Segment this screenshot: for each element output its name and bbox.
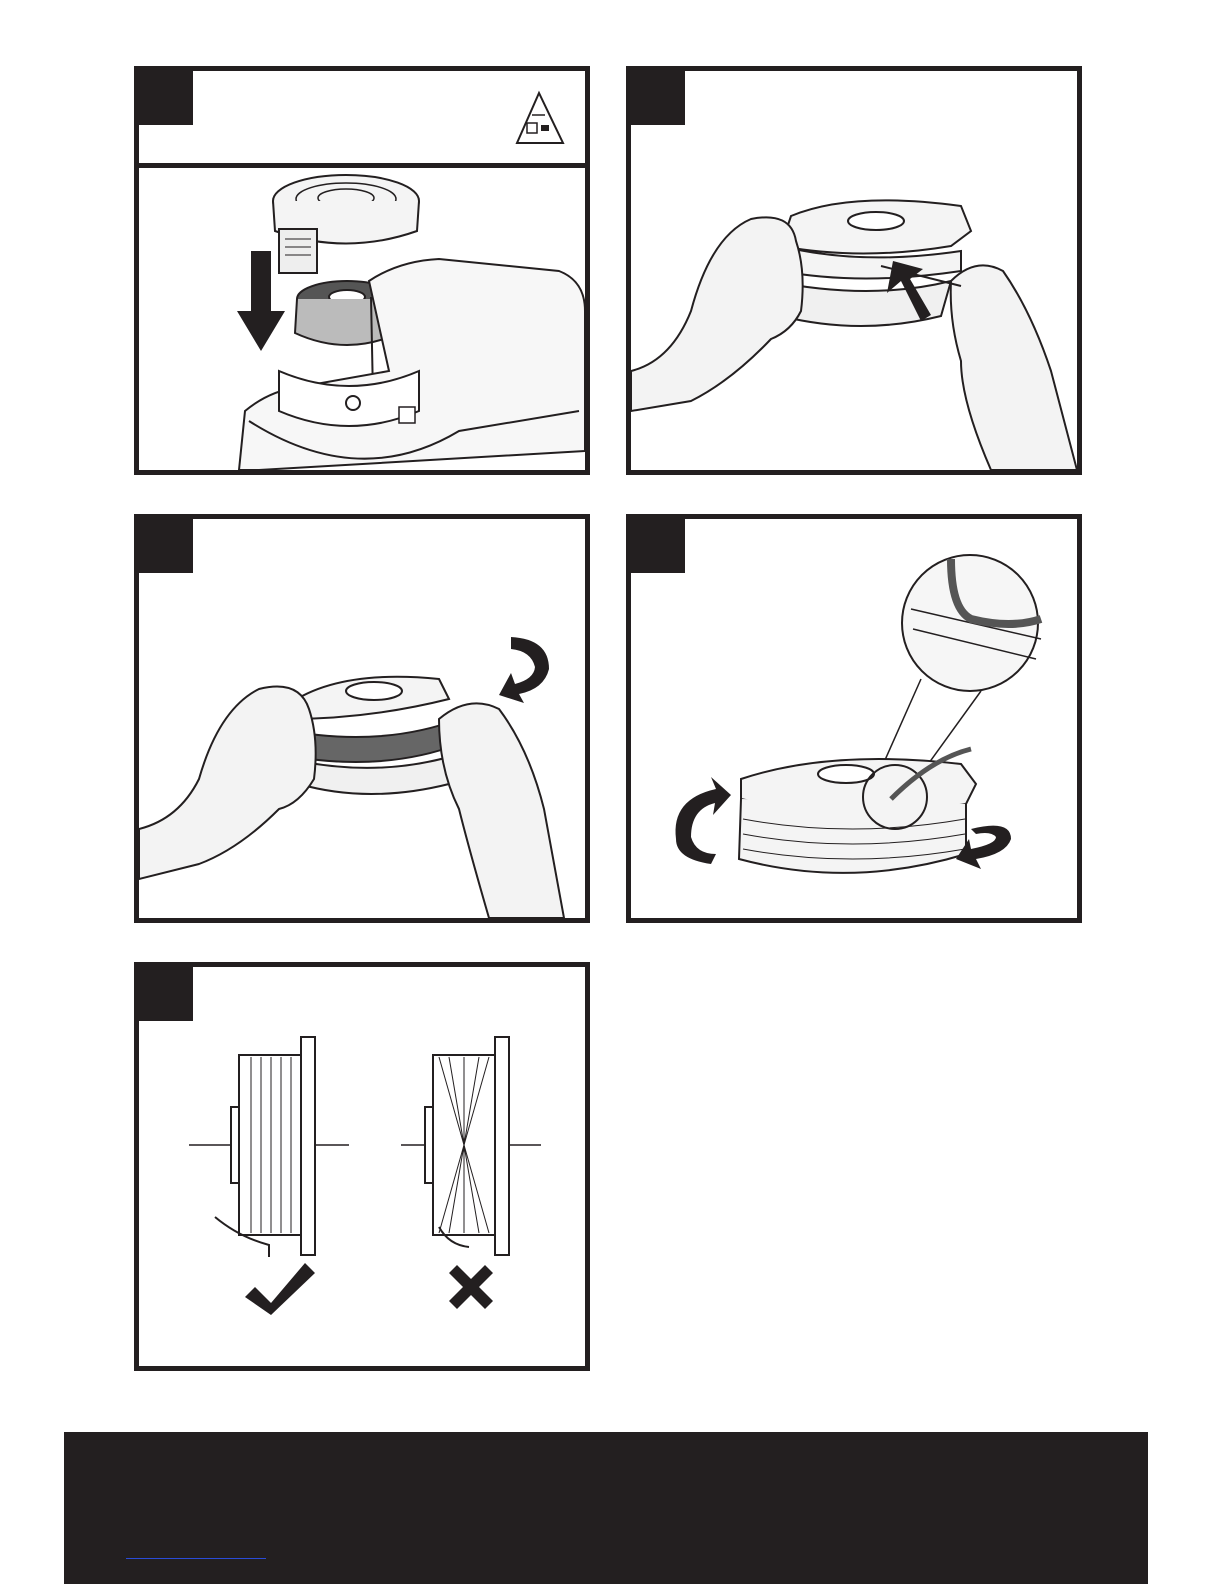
winding-comparison-illustration: [139, 967, 585, 1366]
rotate-arrow-icon: [676, 777, 732, 864]
incorrect-winding-spool: [401, 1037, 541, 1309]
right-hand: [951, 265, 1077, 470]
unplug-warning-icon: [517, 93, 563, 143]
spool-cover: [273, 175, 419, 273]
cross-mark-icon: [449, 1265, 493, 1309]
secured-line-illustration: [631, 519, 1077, 918]
magnifier-detail: [881, 555, 1041, 774]
rotate-arrow-icon: [499, 637, 549, 703]
check-mark-icon: [245, 1263, 315, 1315]
correct-winding-spool: [189, 1037, 349, 1315]
step-panel-insert-line: [626, 66, 1082, 475]
spool-removal-illustration: [139, 71, 585, 470]
footer-link-underline: [126, 1558, 266, 1559]
spool: [739, 749, 976, 873]
line-insertion-illustration: [631, 71, 1077, 470]
right-hand: [439, 703, 564, 918]
step-panel-wind-line: [134, 514, 590, 923]
footer-band: [64, 1432, 1148, 1584]
step-panel-remove-spool: [134, 66, 590, 475]
left-hand: [631, 217, 803, 411]
step-panel-winding-comparison: [134, 962, 590, 1371]
step-panel-secure-line: [626, 514, 1082, 923]
winding-illustration: [139, 519, 585, 918]
left-hand: [139, 687, 316, 880]
down-arrow-icon: [237, 251, 285, 351]
